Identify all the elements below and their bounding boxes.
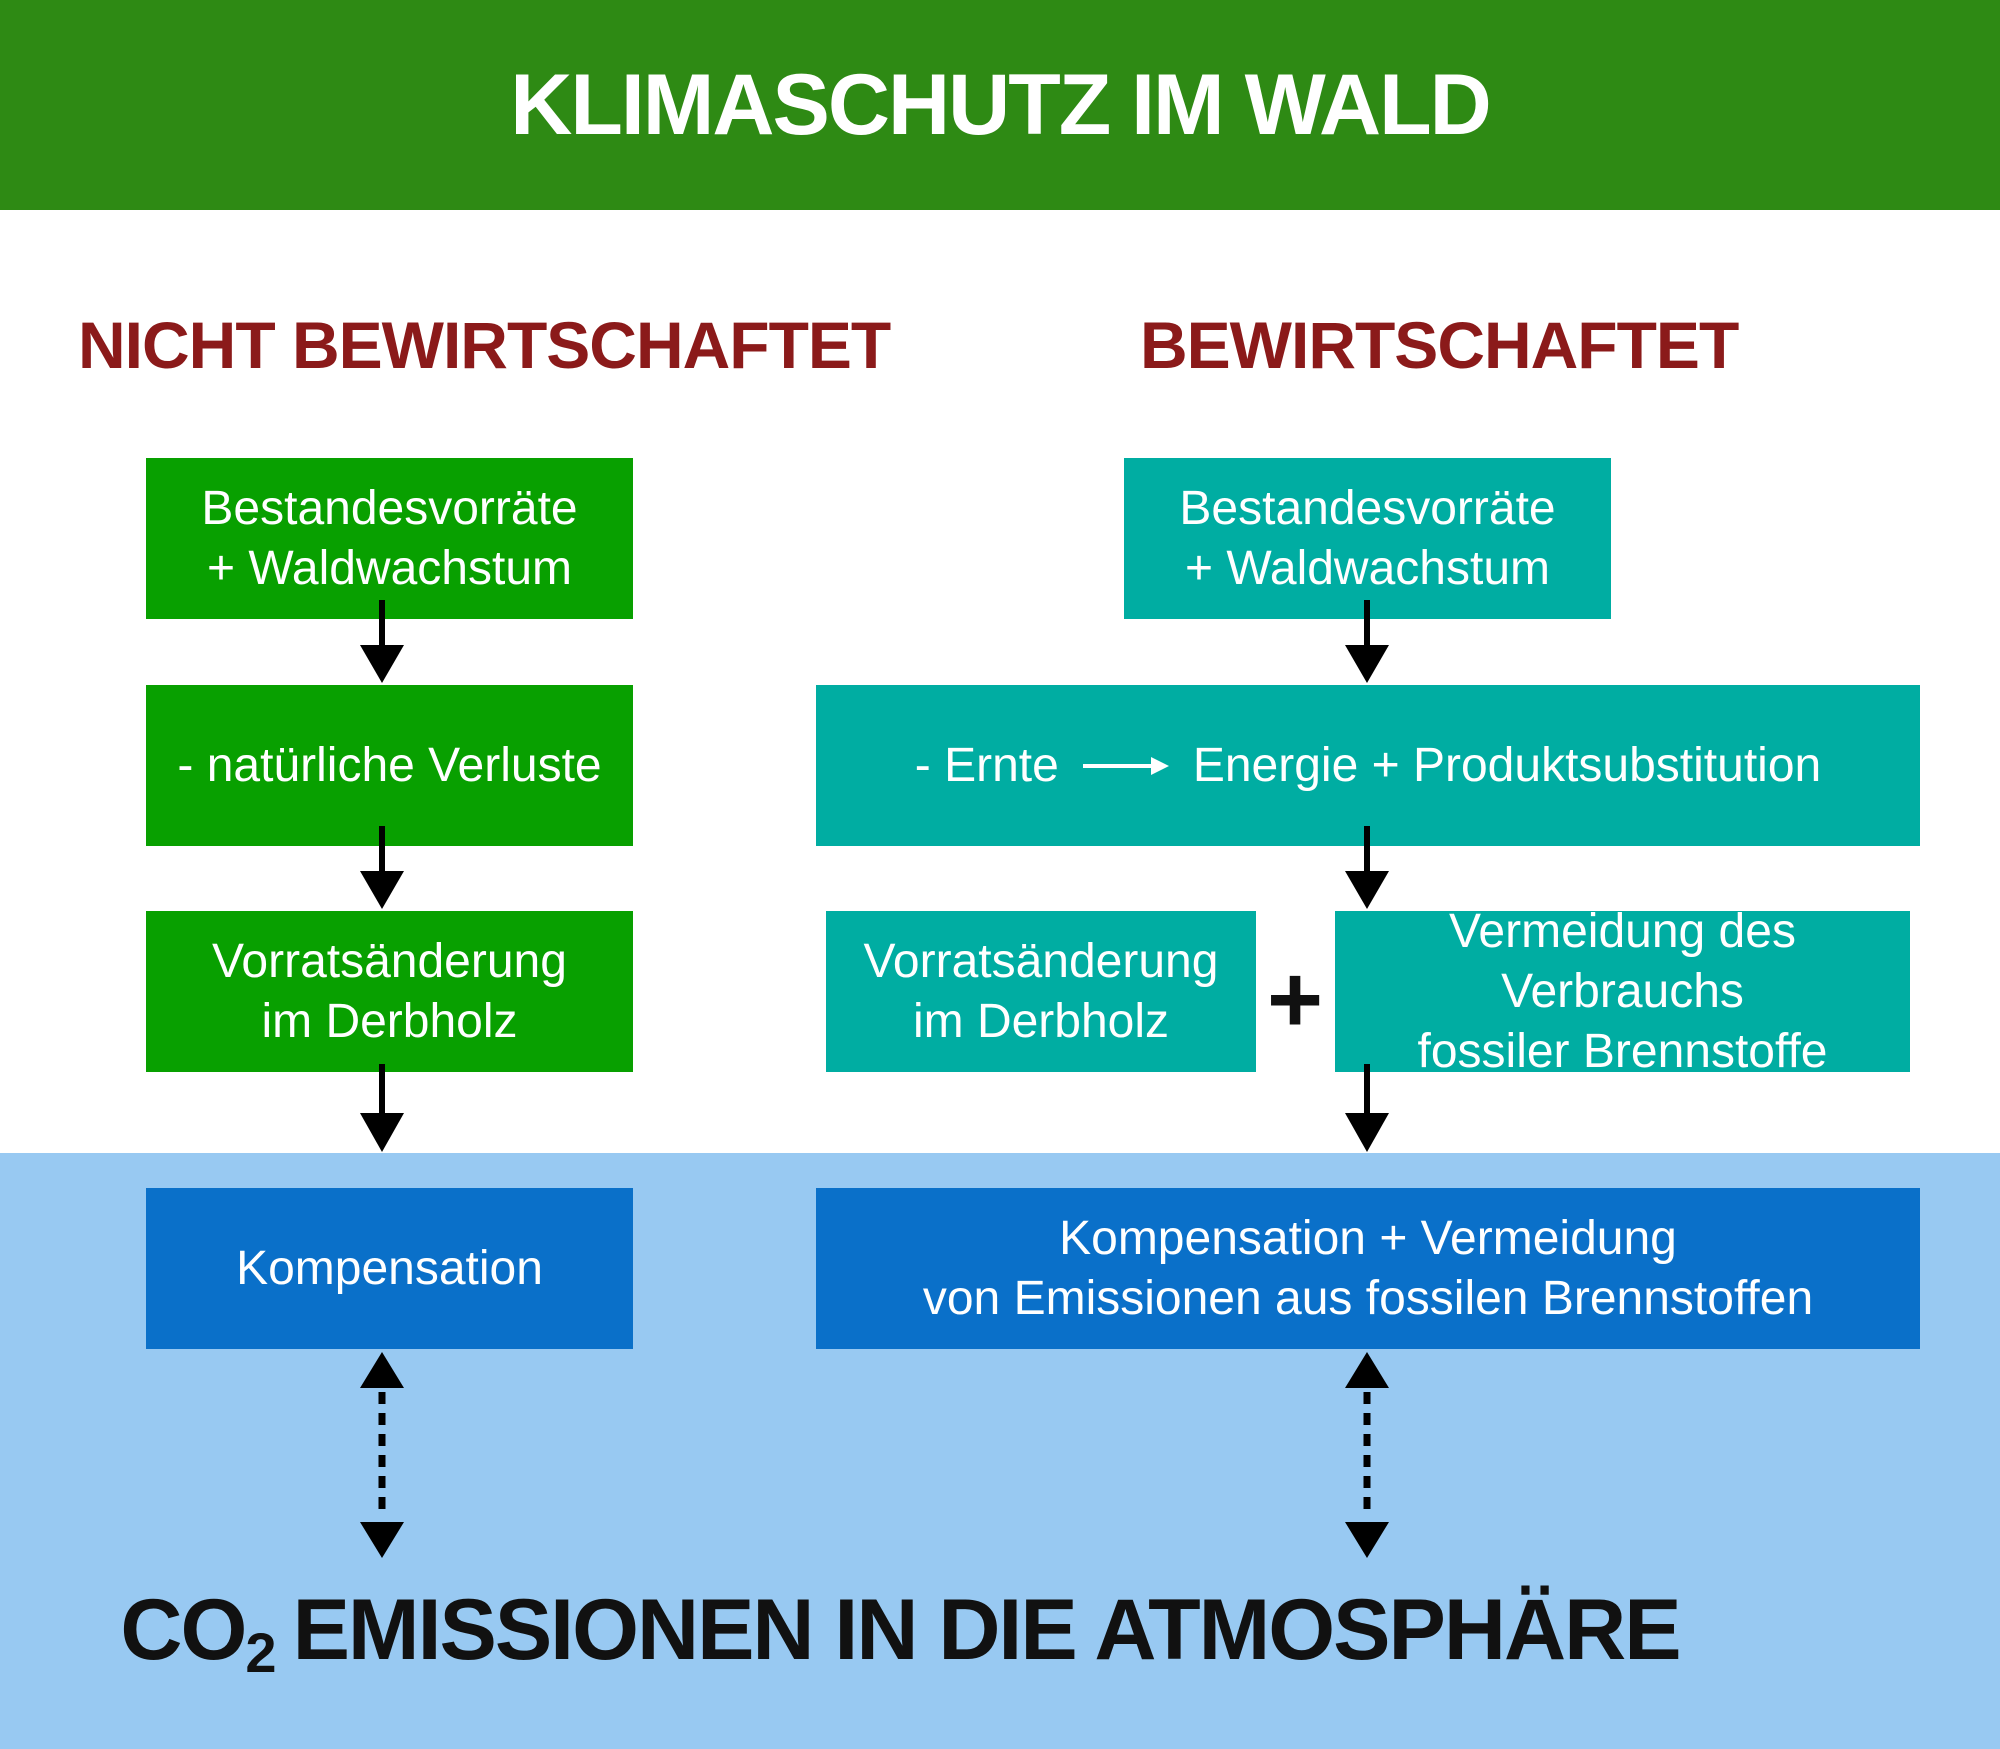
emissions-co: CO (120, 1581, 247, 1678)
right-column-heading: BEWIRTSCHAFTET (1140, 308, 1739, 382)
arrow-right-icon (1082, 756, 1169, 775)
arrow-down-icon (360, 1064, 404, 1152)
energie-label: Energie + Produktsubstitution (1192, 738, 1822, 792)
right-box-vorrat: Vorratsänderung im Derbholz (826, 911, 1256, 1072)
left-column-heading: NICHT BEWIRTSCHAFTET (78, 308, 891, 382)
right-box-kompensation: Kompensation + Vermeidung von Emissionen… (816, 1188, 1920, 1349)
ernte-label: - Ernte (914, 738, 1059, 792)
left-box-bestand: Bestandesvorräte + Waldwachstum (146, 458, 633, 619)
page-title: KLIMASCHUTZ IM WALD (510, 56, 1492, 153)
left-box-vorrat: Vorratsänderung im Derbholz (146, 911, 633, 1072)
plus-sign: + (1266, 946, 1324, 1053)
left-box-verluste: - natürliche Verluste (146, 685, 633, 846)
ernte-row: - Ernte Energie + Produktsubstitution (915, 736, 1821, 796)
emissions-rest: EMISSIONEN IN DIE ATMOSPHÄRE (292, 1581, 1682, 1678)
emissions-sub: 2 (245, 1620, 276, 1684)
right-box-ernte: - Ernte Energie + Produktsubstitution (816, 685, 1920, 846)
header-bar: KLIMASCHUTZ IM WALD (0, 0, 2000, 210)
left-box-kompensation: Kompensation (146, 1188, 633, 1349)
right-box-vermeidung: Vermeidung des Verbrauchs fossiler Brenn… (1335, 905, 1910, 1078)
right-box-bestand: Bestandesvorräte + Waldwachstum (1124, 458, 1611, 619)
